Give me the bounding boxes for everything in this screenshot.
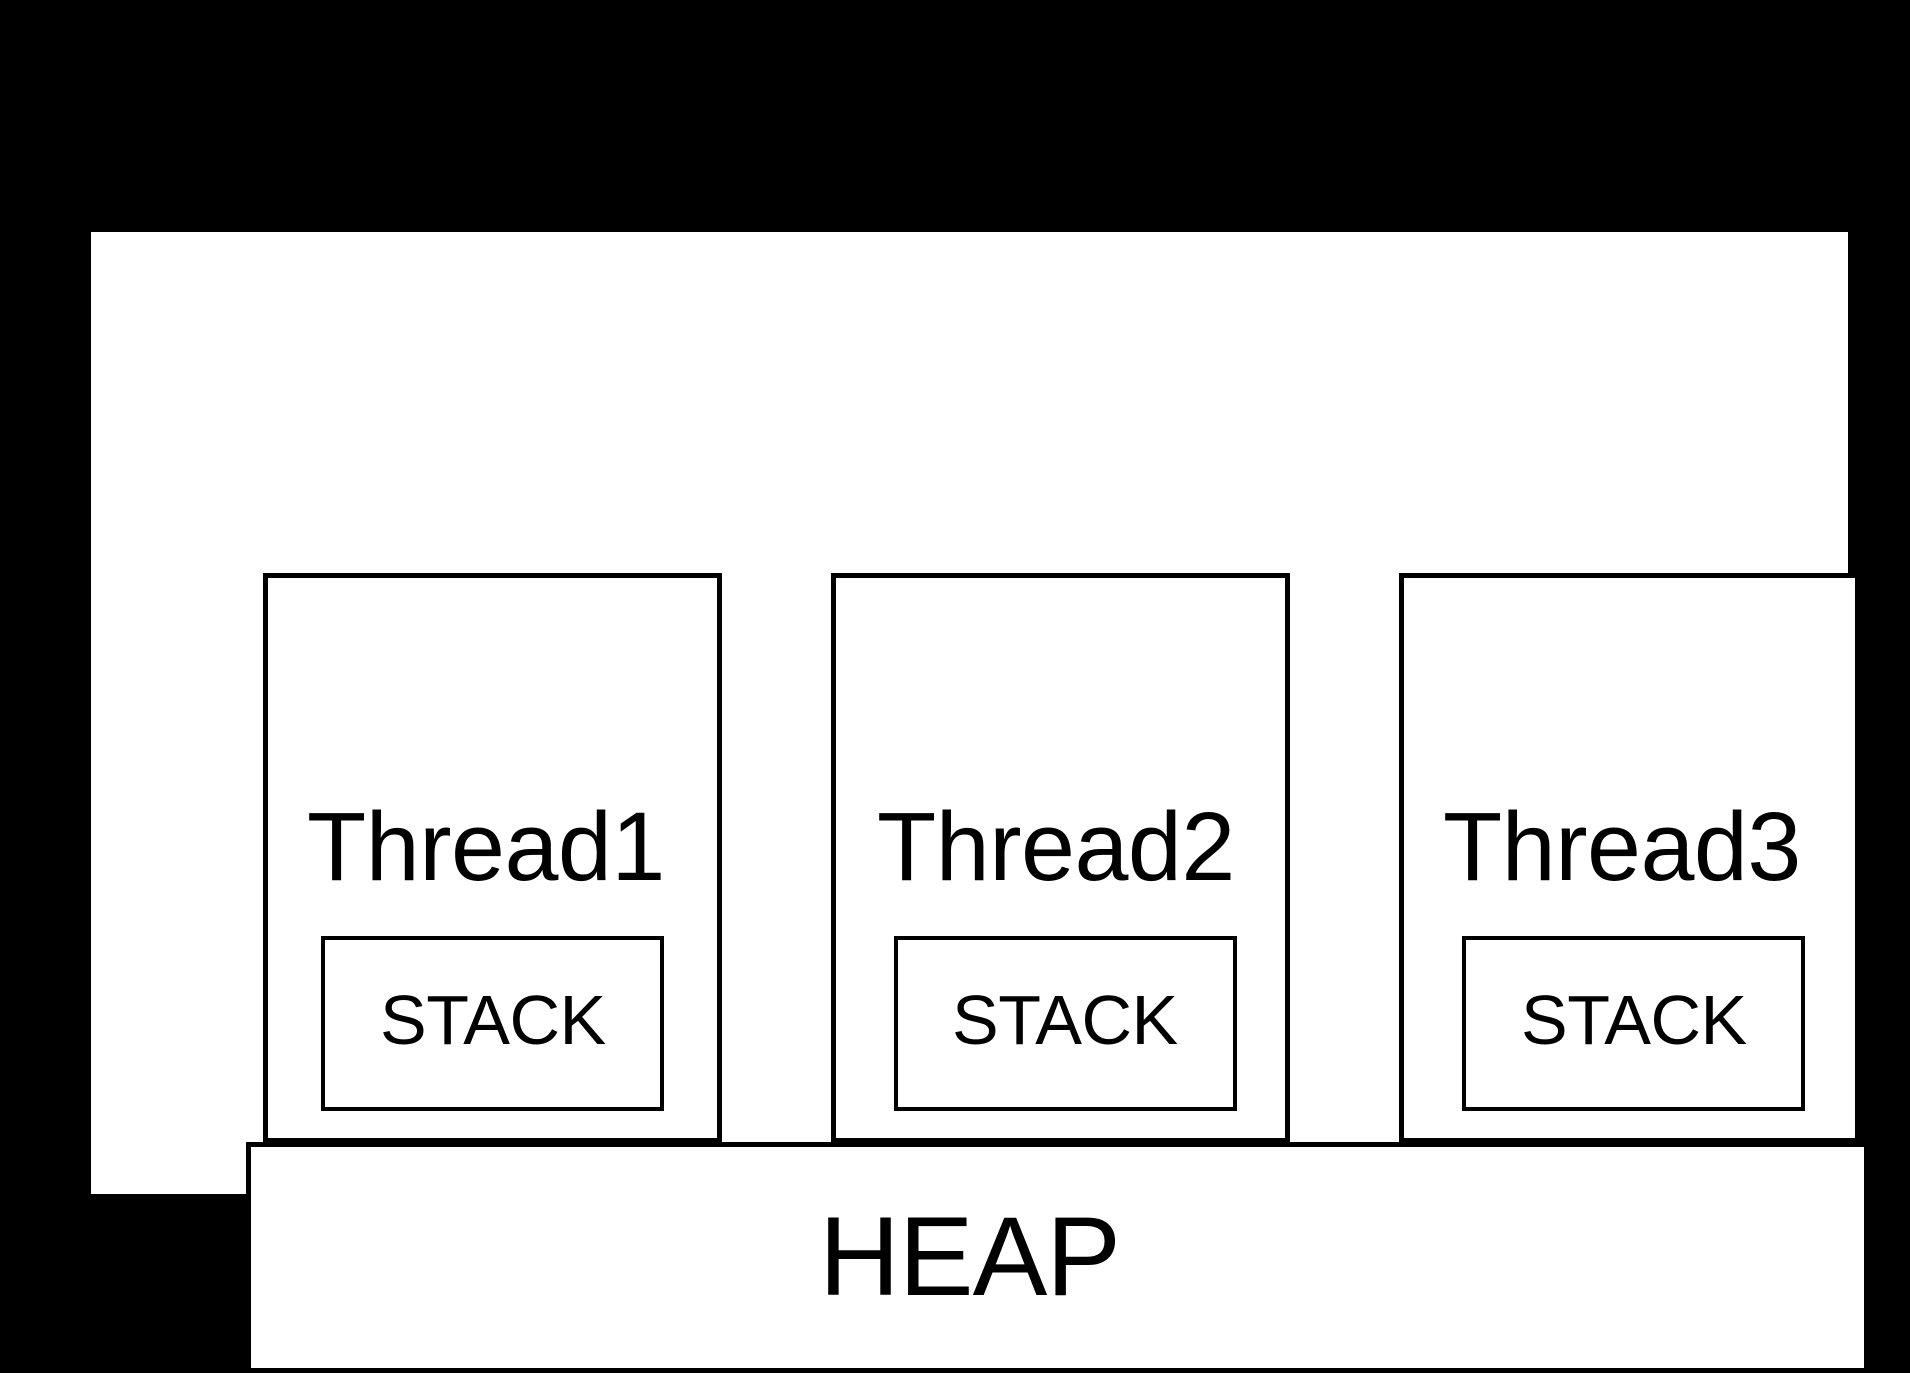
stack-box-3 <box>1462 936 1805 1111</box>
process-panel: Thread1 Thread2 Thread3 STACK STACK STAC… <box>91 232 1869 1373</box>
stack-box-2 <box>894 936 1237 1111</box>
heap-label: HEAP <box>819 1194 1121 1319</box>
stack-box-1 <box>321 936 664 1111</box>
diagram-canvas: Thread1 Thread2 Thread3 STACK STACK STAC… <box>91 232 1869 1373</box>
thread-label-2: Thread2 <box>877 792 1235 901</box>
thread-label-3: Thread3 <box>1443 792 1801 901</box>
stack-label-2: STACK <box>952 981 1178 1059</box>
thread-label-1: Thread1 <box>307 792 665 901</box>
stack-label-1: STACK <box>380 981 606 1059</box>
stack-label-3: STACK <box>1521 981 1747 1059</box>
